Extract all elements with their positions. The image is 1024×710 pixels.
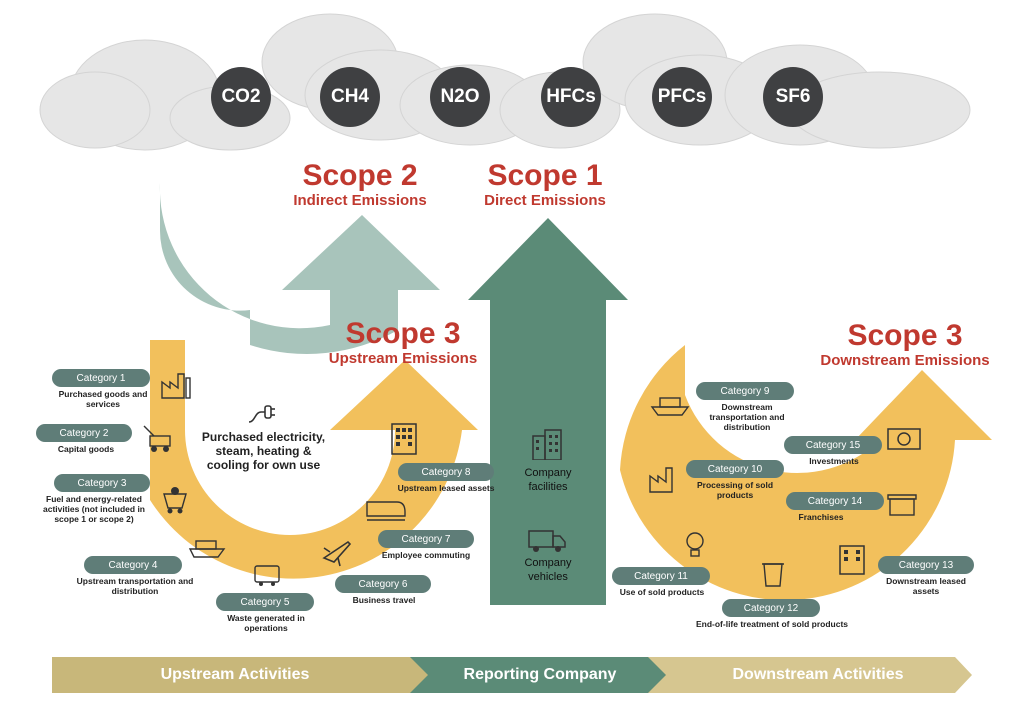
scope1-heading: Scope 1 (487, 159, 603, 192)
category-15-desc: Investments (809, 456, 859, 466)
reporting-company-label: Reporting Company (463, 666, 617, 683)
truck-icon (527, 528, 567, 559)
band-upstream (52, 657, 433, 693)
money-icon (886, 426, 922, 457)
category-10-pill: Category 10 (686, 460, 784, 478)
scope3-downstream-heading: Scope 3 (847, 319, 963, 352)
category-14-desc: Franchises (798, 512, 844, 522)
category-3-desc: Fuel and energy-related activities (not … (42, 494, 145, 524)
category-2-desc: Capital goods (57, 444, 115, 454)
gas-n2o: N2O (430, 67, 490, 127)
band-downstream (648, 657, 972, 693)
coal-cart-icon (160, 484, 190, 519)
lightbulb-icon (683, 530, 707, 567)
factory-icon (160, 368, 192, 405)
category-5-desc: Waste generated in operations (227, 613, 305, 633)
gas-co2: CO2 (211, 67, 271, 127)
company-vehicles-label: Company vehicles (524, 557, 572, 583)
band-reporting (410, 657, 670, 693)
category-6-pill: Category 6 (335, 575, 431, 593)
scope1-subtitle: Direct Emissions (484, 192, 606, 209)
category-4-pill: Category 4 (84, 556, 182, 574)
category-15-pill: Category 15 (784, 436, 882, 454)
category-8-pill: Category 8 (398, 463, 494, 481)
scope2-title: Scope 2 Indirect Emissions (275, 160, 445, 210)
purchased-electricity-label: Purchased electricity, steam, heating & … (201, 430, 326, 472)
category-5-pill: Category 5 (216, 593, 314, 611)
gas-pfcs: PFCs (652, 67, 712, 127)
category-7-desc: Employee commuting (381, 550, 471, 560)
gas-ch4: CH4 (320, 67, 380, 127)
forklift-icon (138, 422, 178, 459)
leased-building-icon (836, 542, 868, 581)
category-2-pill: Category 2 (36, 424, 132, 442)
plane-icon (320, 536, 352, 573)
category-3-pill: Category 3 (54, 474, 150, 492)
category-9-desc: Downstream transportation and distributi… (709, 402, 785, 432)
upstream-activities-label: Upstream Activities (160, 666, 310, 683)
plug-icon (245, 398, 277, 431)
cargo-ship-icon (650, 393, 690, 424)
train-icon (365, 498, 407, 527)
scope3-downstream-subtitle: Downstream Emissions (820, 352, 990, 369)
gas-sf6: SF6 (763, 67, 823, 127)
category-1-desc: Purchased goods and services (58, 389, 148, 409)
category-1-pill: Category 1 (52, 369, 150, 387)
category-6-desc: Business travel (352, 595, 416, 605)
category-11-desc: Use of sold products (619, 587, 705, 597)
building-icon (530, 428, 564, 465)
category-10-desc: Processing of sold products (696, 480, 774, 500)
recycle-bin-icon (760, 558, 786, 593)
dumpster-icon (252, 560, 282, 591)
gas-hfcs: HFCs (541, 67, 601, 127)
scope3-upstream-arrow (150, 340, 478, 579)
cloud-band (39, 13, 971, 151)
category-8-desc: Upstream leased assets (397, 483, 495, 493)
scope2-heading: Scope 2 (302, 159, 418, 192)
scope3-upstream-title: Scope 3 Upstream Emissions (318, 318, 488, 368)
scope2-arrow (159, 183, 440, 354)
ship-icon (188, 535, 226, 564)
category-12-desc: End-of-life treatment of sold products (695, 619, 849, 629)
processing-factory-icon (648, 462, 680, 499)
downstream-activities-label: Downstream Activities (732, 666, 904, 683)
company-facilities-label: Company facilities (524, 467, 572, 493)
scope2-subtitle: Indirect Emissions (293, 192, 427, 209)
category-13-pill: Category 13 (878, 556, 974, 574)
scope3-upstream-subtitle: Upstream Emissions (328, 350, 478, 367)
category-13-desc: Downstream leased assets (886, 576, 966, 596)
scope1-title: Scope 1 Direct Emissions (465, 160, 625, 210)
category-9-pill: Category 9 (696, 382, 794, 400)
scope3-upstream-heading: Scope 3 (345, 317, 461, 350)
category-14-pill: Category 14 (786, 492, 884, 510)
scope3-downstream-title: Scope 3 Downstream Emissions (810, 320, 1000, 370)
category-12-pill: Category 12 (722, 599, 820, 617)
category-11-pill: Category 11 (612, 567, 710, 585)
category-4-desc: Upstream transportation and distribution (76, 576, 194, 596)
storefront-icon (886, 485, 918, 522)
category-7-pill: Category 7 (378, 530, 474, 548)
office-building-icon (388, 420, 420, 461)
scope3-downstream-arrow (620, 345, 992, 601)
scope1-arrow (468, 218, 628, 605)
